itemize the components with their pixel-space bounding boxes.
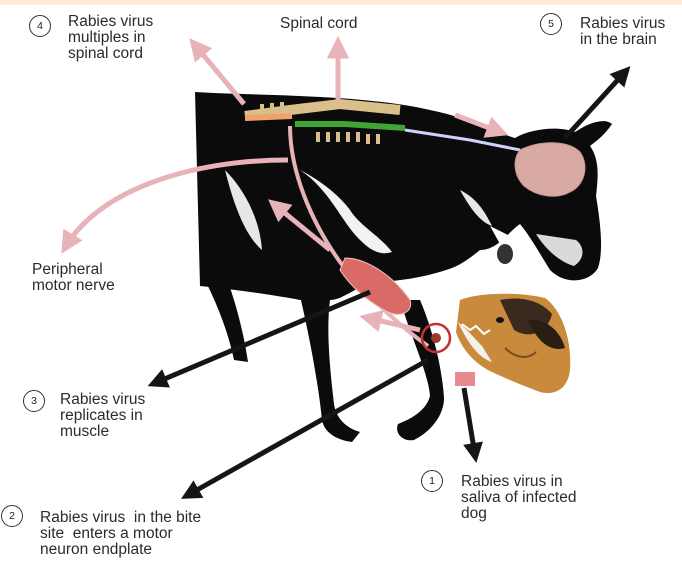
- step-5-label: Rabies virus in the brain: [580, 16, 665, 48]
- step-1-badge: 1: [421, 470, 443, 492]
- black-arrow-to-step3: [155, 292, 370, 383]
- peripheral-motor-nerve-label: Peripheral motor nerve: [32, 262, 115, 294]
- step-2-badge: 2: [1, 505, 23, 527]
- spinal-cord-label: Spinal cord: [280, 16, 358, 32]
- step-3-label: Rabies virus replicates in muscle: [60, 392, 145, 440]
- saliva-graphic: [455, 372, 475, 386]
- step-1-label: Rabies virus in saliva of infected dog: [461, 474, 576, 522]
- black-arrow-to-step2: [188, 360, 428, 495]
- step-2-label: Rabies virus in the bite site enters a m…: [40, 510, 201, 558]
- step-4-label: Rabies virus multiples in spinal cord: [68, 14, 153, 62]
- step-4-badge: 4: [29, 15, 51, 37]
- step-5-badge: 5: [540, 13, 562, 35]
- black-arrow-to-step1: [464, 388, 475, 455]
- step-3-badge: 3: [23, 390, 45, 412]
- bite-wound: [431, 333, 441, 343]
